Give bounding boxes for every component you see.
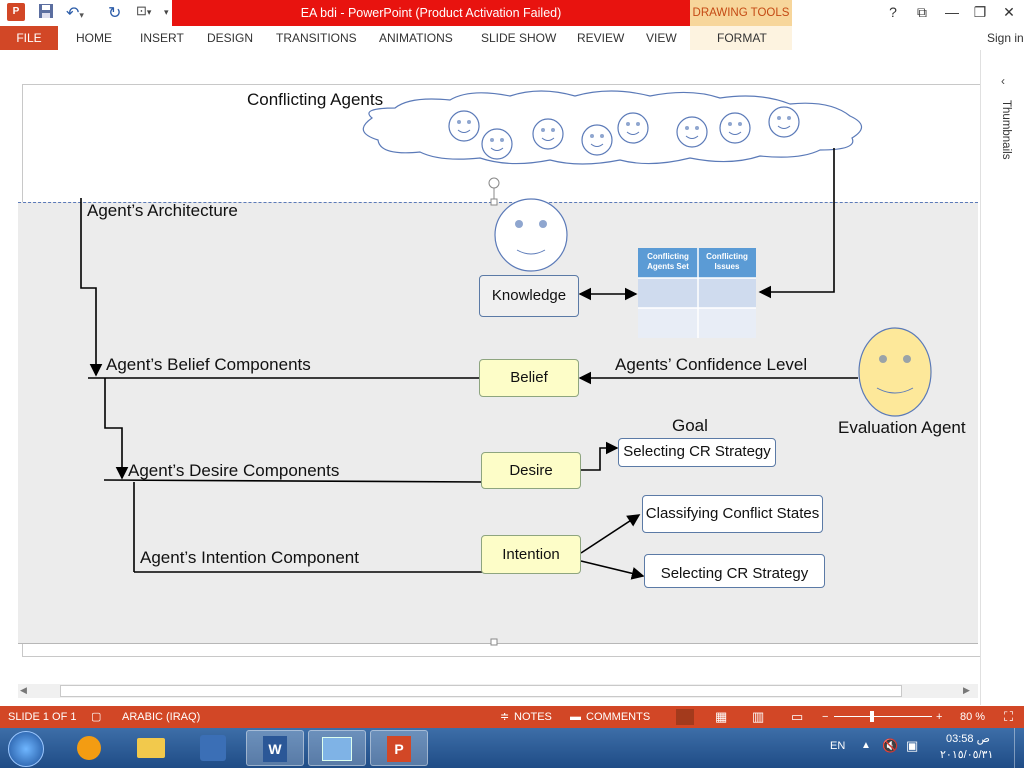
start-button-icon[interactable]: [8, 731, 44, 767]
intention-strategy-box[interactable]: Selecting CR Strategy: [644, 554, 825, 588]
tab-view[interactable]: VIEW: [646, 31, 677, 45]
goal-label[interactable]: Goal: [672, 416, 708, 435]
intention-component-label[interactable]: Agent’s Intention Component: [140, 548, 359, 567]
zoom-slider[interactable]: [834, 716, 932, 717]
help-icon[interactable]: ?: [889, 4, 897, 20]
conflict-table[interactable]: [638, 248, 756, 338]
diagram-graphics: [80, 90, 932, 646]
windows-taskbar: W P EN ▲ 🔇 ▣ 03:58 ص ٢٠١٥/٠٥/٣١: [0, 728, 1024, 768]
status-bar: SLIDE 1 OF 1 ▢ ARABIC (IRAQ) ≑ NOTES ▬ C…: [0, 706, 1024, 728]
spell-check-icon[interactable]: ▢: [91, 711, 102, 723]
tab-transitions[interactable]: TRANSITIONS: [276, 31, 357, 45]
zoom-out-icon[interactable]: −: [822, 711, 829, 723]
language-indicator[interactable]: ARABIC (IRAQ): [122, 711, 201, 723]
comments-icon[interactable]: ▬: [570, 711, 581, 723]
slide-count: SLIDE 1 OF 1: [8, 711, 77, 723]
belief-components-label[interactable]: Agent’s Belief Components: [106, 355, 311, 374]
notes-icon[interactable]: ≑: [500, 711, 510, 723]
zoom-slider-thumb[interactable]: [870, 711, 874, 722]
powerpoint-taskbar-icon[interactable]: P: [370, 730, 428, 766]
clock-time[interactable]: 03:58 ص: [946, 733, 990, 745]
window-title: EA bdi - PowerPoint (Product Activation …: [300, 6, 562, 20]
tab-slide-show[interactable]: SLIDE SHOW: [481, 31, 557, 45]
tab-insert[interactable]: INSERT: [140, 31, 184, 45]
save-icon[interactable]: [38, 3, 54, 21]
conflicting-agents-label[interactable]: Conflicting Agents: [247, 90, 384, 109]
file-explorer-icon[interactable]: [122, 730, 180, 766]
ribbon-display-icon[interactable]: ⧉: [917, 4, 927, 20]
tab-format[interactable]: FORMAT: [717, 31, 767, 45]
zoom-level[interactable]: 80 %: [960, 711, 986, 723]
thumbnails-pane: ‹: [980, 50, 1024, 705]
knowledge-box[interactable]: Knowledge: [479, 275, 579, 317]
presentation-icon[interactable]: ⊡▾: [136, 3, 152, 18]
notes-button[interactable]: NOTES: [514, 711, 552, 723]
tab-animations[interactable]: ANIMATIONS: [379, 31, 453, 45]
scroll-left-icon[interactable]: ◀: [20, 685, 27, 695]
customize-toolbar-icon[interactable]: ▾: [164, 7, 169, 17]
fit-slide-icon[interactable]: ⛶: [1004, 709, 1014, 724]
scroll-right-icon[interactable]: ▶: [963, 685, 970, 695]
tab-home[interactable]: HOME: [76, 31, 112, 45]
table-header-agents[interactable]: Conflicting Agents Set: [647, 252, 689, 271]
powerpoint-app-icon[interactable]: P: [7, 3, 25, 21]
slide-sorter-icon[interactable]: ▦: [715, 709, 728, 724]
show-hidden-icons[interactable]: ▲: [861, 740, 871, 751]
input-language[interactable]: EN: [830, 740, 846, 752]
maximize-icon[interactable]: ❐: [973, 4, 987, 20]
zoom-in-icon[interactable]: +: [936, 711, 943, 723]
clock-date[interactable]: ٢٠١٥/٠٥/٣١: [940, 749, 994, 761]
sign-in-link[interactable]: Sign in: [987, 31, 1024, 45]
ribbon-tabs: FILE HOME INSERT DESIGN TRANSITIONS ANIM…: [0, 26, 1024, 50]
title-bar: P ↶▾ ↻ ⊡▾ ▾ EA bdi - PowerPoint (Product…: [0, 0, 1024, 26]
tab-design[interactable]: DESIGN: [207, 31, 254, 45]
tab-review[interactable]: REVIEW: [577, 31, 625, 45]
tab-file[interactable]: FILE: [0, 26, 58, 50]
table-header-issues[interactable]: Conflicting Issues: [706, 252, 748, 271]
rotation-handle[interactable]: [488, 177, 500, 206]
undo-icon[interactable]: ↶▾: [66, 5, 84, 22]
evaluation-agent-label[interactable]: Evaluation Agent: [838, 418, 966, 437]
expand-thumbnails-icon[interactable]: ‹: [1001, 74, 1005, 88]
show-desktop-button[interactable]: [1014, 728, 1024, 768]
reading-view-icon[interactable]: ▥: [752, 709, 765, 724]
belief-box[interactable]: Belief: [479, 359, 579, 397]
classifying-conflict-box[interactable]: Classifying Conflict States: [642, 495, 823, 533]
intention-box[interactable]: Intention: [481, 535, 581, 574]
drawing-tools-label: DRAWING TOOLS: [690, 0, 792, 26]
control-panel-icon[interactable]: [308, 730, 366, 766]
comments-button[interactable]: COMMENTS: [586, 711, 651, 723]
cloud-agent-faces: [448, 106, 800, 160]
confidence-level-label[interactable]: Agents’ Confidence Level: [615, 355, 808, 374]
network-icon[interactable]: ▣: [906, 738, 919, 753]
goal-strategy-box[interactable]: Selecting CR Strategy: [618, 438, 776, 467]
architecture-label[interactable]: Agent’s Architecture: [87, 201, 238, 220]
desire-box[interactable]: Desire: [481, 452, 581, 489]
word-app-icon[interactable]: W: [246, 730, 304, 766]
paint-app-icon[interactable]: [184, 730, 242, 766]
volume-icon[interactable]: 🔇: [882, 738, 899, 753]
resize-handle-bottom[interactable]: [490, 638, 498, 646]
close-icon[interactable]: ✕: [1003, 4, 1015, 20]
thumbnails-label[interactable]: Thumbnails: [1000, 100, 1012, 160]
evaluation-agent-face[interactable]: [858, 327, 932, 417]
scrollbar-thumb[interactable]: [60, 685, 902, 697]
agent-face[interactable]: [494, 198, 568, 272]
minimize-icon[interactable]: —: [945, 4, 959, 20]
media-player-icon[interactable]: [60, 730, 118, 766]
redo-icon[interactable]: ↻: [108, 5, 122, 22]
normal-view-icon[interactable]: [676, 709, 694, 725]
desire-components-label[interactable]: Agent’s Desire Components: [128, 461, 340, 480]
slide-show-icon[interactable]: ▭: [791, 709, 804, 724]
